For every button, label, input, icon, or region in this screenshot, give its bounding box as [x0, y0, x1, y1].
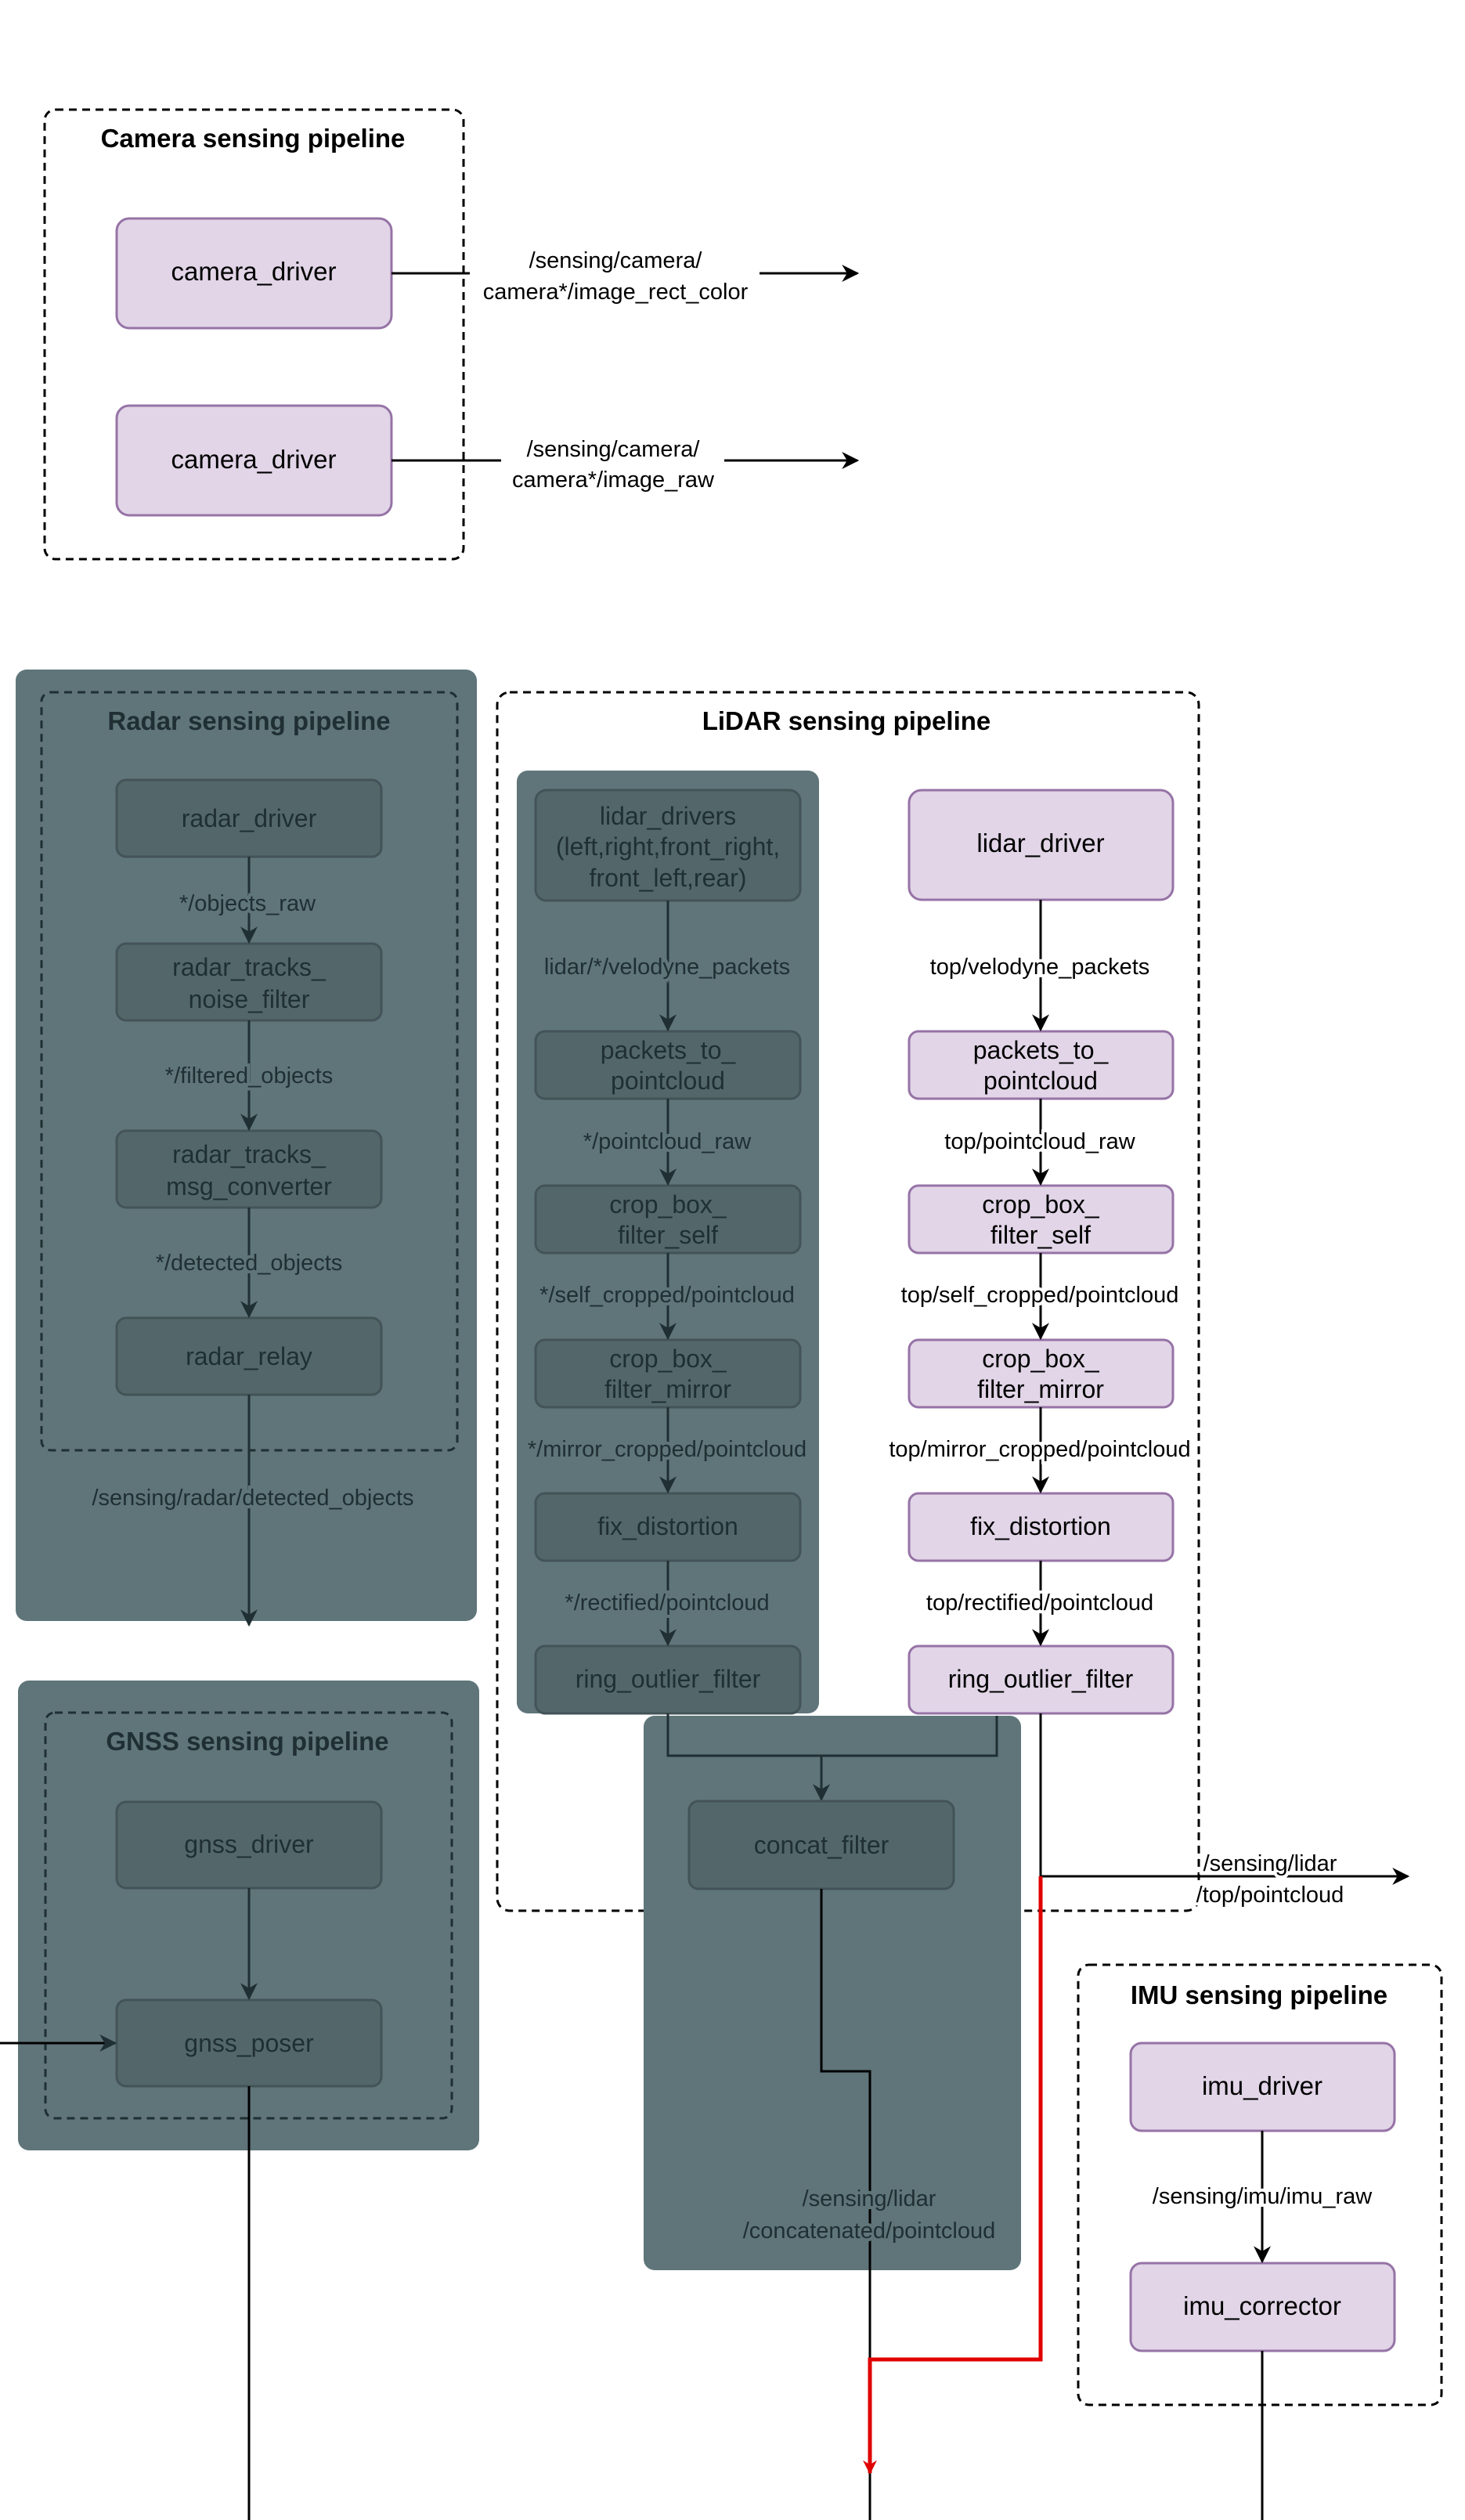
node-label: gnss_driver: [184, 1830, 314, 1858]
node-label-2: msg_converter: [166, 1172, 332, 1200]
camera-topic-1-line2: camera*/image_rect_color: [483, 280, 749, 305]
gnss-poser-node[interactable]: gnss_poser: [115, 1998, 383, 2088]
node-label: lidar_driver: [976, 829, 1104, 857]
radar-driver-node[interactable]: radar_driver: [115, 778, 383, 858]
lidar-top-packets-node[interactable]: packets_to_ pointcloud: [908, 1030, 1175, 1100]
node-label: radar_driver: [182, 804, 317, 832]
node-label-1: packets_to_: [973, 1036, 1110, 1064]
node-label: concat_filter: [754, 1831, 889, 1859]
concat-filter-node[interactable]: concat_filter: [687, 1800, 955, 1890]
node-label-1: packets_to_: [601, 1036, 737, 1064]
camera-driver-node-1[interactable]: camera_driver: [115, 217, 393, 330]
lidar-top-topic-raw: top/pointcloud_raw: [944, 1129, 1135, 1154]
node-label: fix_distortion: [970, 1512, 1111, 1540]
lidar-top-fix-distortion-node[interactable]: fix_distortion: [908, 1492, 1175, 1562]
lidar-top-topic-mirror: top/mirror_cropped/pointcloud: [889, 1437, 1190, 1462]
lidar-multi-topic-rectified: */rectified/pointcloud: [565, 1590, 769, 1616]
node-label-2: pointcloud: [983, 1067, 1098, 1095]
node-label-2: filter_self: [990, 1221, 1091, 1249]
radar-relay-node[interactable]: radar_relay: [115, 1316, 383, 1396]
node-label: ring_outlier_filter: [576, 1665, 761, 1693]
lidar-multi-topic-self: */self_cropped/pointcloud: [539, 1283, 795, 1308]
radar-pipeline: Radar sensing pipeline radar_driver rada…: [16, 670, 477, 1627]
lidar-top-driver-node[interactable]: lidar_driver: [908, 789, 1175, 901]
lidar-top-topic-rectified: top/rectified/pointcloud: [926, 1590, 1153, 1616]
lidar-multi-topic-packets: lidar/*/velodyne_packets: [544, 955, 790, 980]
concat-merge-edge: [666, 1713, 998, 1757]
lidar-multi-topic-raw: */pointcloud_raw: [583, 1129, 752, 1154]
node-label: fix_distortion: [597, 1512, 738, 1540]
node-label-2: filter_mirror: [977, 1375, 1104, 1403]
imu-corrector-node[interactable]: imu_corrector: [1129, 2262, 1396, 2352]
radar-topic-objects-raw: */objects_raw: [179, 891, 316, 916]
node-label-2: filter_mirror: [604, 1375, 731, 1403]
camera-topic-2-line1: /sensing/camera/: [527, 437, 701, 462]
radar-topic-detected-objects: */detected_objects: [156, 1251, 343, 1276]
lidar-pipeline-title: LiDAR sensing pipeline: [702, 706, 991, 735]
imu-pipeline: IMU sensing pipeline imu_driver imu_corr…: [1077, 1963, 1443, 2520]
node-label-3: front_left,rear): [590, 864, 747, 892]
radar-tracks-noise-filter-node[interactable]: radar_tracks_ noise_filter: [115, 942, 383, 1022]
node-label: camera_driver: [171, 257, 337, 286]
node-label-2: pointcloud: [611, 1067, 725, 1095]
node-label-1: radar_tracks_: [172, 1140, 327, 1168]
imu-pipeline-frame: [1077, 1963, 1443, 2406]
node-label-1: crop_box_: [609, 1345, 727, 1373]
lidar-pipeline-frame: [496, 691, 1200, 1912]
lidar-multi-crop-mirror-node[interactable]: crop_box_ filter_mirror: [534, 1338, 802, 1409]
node-label: ring_outlier_filter: [948, 1665, 1134, 1693]
radar-topic-filtered-objects: */filtered_objects: [165, 1063, 333, 1089]
highlight-red-edge: [863, 1876, 1043, 2475]
lidar-drivers-node[interactable]: lidar_drivers (left,right,front_right, f…: [534, 789, 802, 902]
lidar-multi-packets-node[interactable]: packets_to_ pointcloud: [534, 1030, 802, 1100]
gnss-pipeline-frame: [44, 1711, 453, 2120]
lidar-top-crop-self-node[interactable]: crop_box_ filter_self: [908, 1184, 1175, 1255]
node-label-1: crop_box_: [609, 1190, 727, 1218]
camera-topic-2-line2: camera*/image_raw: [512, 468, 715, 493]
node-label: radar_relay: [186, 1342, 312, 1370]
lidar-top-ring-outlier-node[interactable]: ring_outlier_filter: [908, 1644, 1175, 1715]
node-label-2: noise_filter: [189, 985, 310, 1013]
lidar-multi-ring-outlier-node[interactable]: ring_outlier_filter: [534, 1644, 802, 1715]
gnss-pipeline: GNSS sensing pipeline gnss_driver gnss_p…: [0, 1681, 479, 2520]
node-label: camera_driver: [171, 445, 337, 474]
imu-driver-node[interactable]: imu_driver: [1129, 2042, 1396, 2132]
imu-topic: /sensing/imu/imu_raw: [1153, 2184, 1373, 2209]
lidar-multi-fix-distortion-node[interactable]: fix_distortion: [534, 1492, 802, 1562]
concat-output-topic-line2: /concatenated/pointcloud: [743, 2219, 995, 2244]
gnss-driver-node[interactable]: gnss_driver: [115, 1800, 383, 1890]
node-label-2: filter_self: [618, 1221, 718, 1249]
radar-topic-output: /sensing/radar/detected_objects: [92, 1486, 413, 1511]
node-label-1: radar_tracks_: [172, 953, 327, 981]
radar-pipeline-title: Radar sensing pipeline: [107, 706, 390, 735]
camera-driver-node-2[interactable]: camera_driver: [115, 404, 393, 517]
camera-pipeline-frame: [43, 108, 465, 561]
node-label-1: crop_box_: [982, 1190, 1100, 1218]
lidar-multi-crop-self-node[interactable]: crop_box_ filter_self: [534, 1184, 802, 1255]
radar-tracks-msg-converter-node[interactable]: radar_tracks_ msg_converter: [115, 1129, 383, 1209]
camera-topic-1-line1: /sensing/camera/: [529, 248, 703, 273]
camera-pipeline-title: Camera sensing pipeline: [101, 124, 406, 153]
lidar-top-output-topic-line2: /top/pointcloud: [1196, 1883, 1344, 1908]
lidar-top-topic-packets: top/velodyne_packets: [930, 955, 1150, 980]
lidar-multi-topic-mirror: */mirror_cropped/pointcloud: [528, 1437, 806, 1462]
gnss-pipeline-title: GNSS sensing pipeline: [106, 1727, 388, 1756]
node-label: imu_driver: [1202, 2071, 1322, 2100]
node-label-2: (left,right,front_right,: [556, 832, 780, 861]
lidar-top-crop-mirror-node[interactable]: crop_box_ filter_mirror: [908, 1338, 1175, 1409]
lidar-top-output-topic-line1: /sensing/lidar: [1203, 1851, 1337, 1876]
lidar-pipeline: LiDAR sensing pipeline lidar_drivers (le…: [496, 691, 1410, 2520]
node-label-1: crop_box_: [982, 1345, 1100, 1373]
node-label: gnss_poser: [184, 2029, 314, 2057]
lidar-top-topic-self: top/self_cropped/pointcloud: [901, 1283, 1179, 1308]
imu-pipeline-title: IMU sensing pipeline: [1131, 1980, 1387, 2009]
node-label: imu_corrector: [1183, 2291, 1341, 2320]
camera-pipeline: Camera sensing pipeline camera_driver ca…: [43, 108, 860, 561]
node-label-1: lidar_drivers: [600, 802, 736, 830]
concat-output-topic-line1: /sensing/lidar: [803, 2186, 936, 2211]
concat-output-edge: [820, 1889, 871, 2520]
